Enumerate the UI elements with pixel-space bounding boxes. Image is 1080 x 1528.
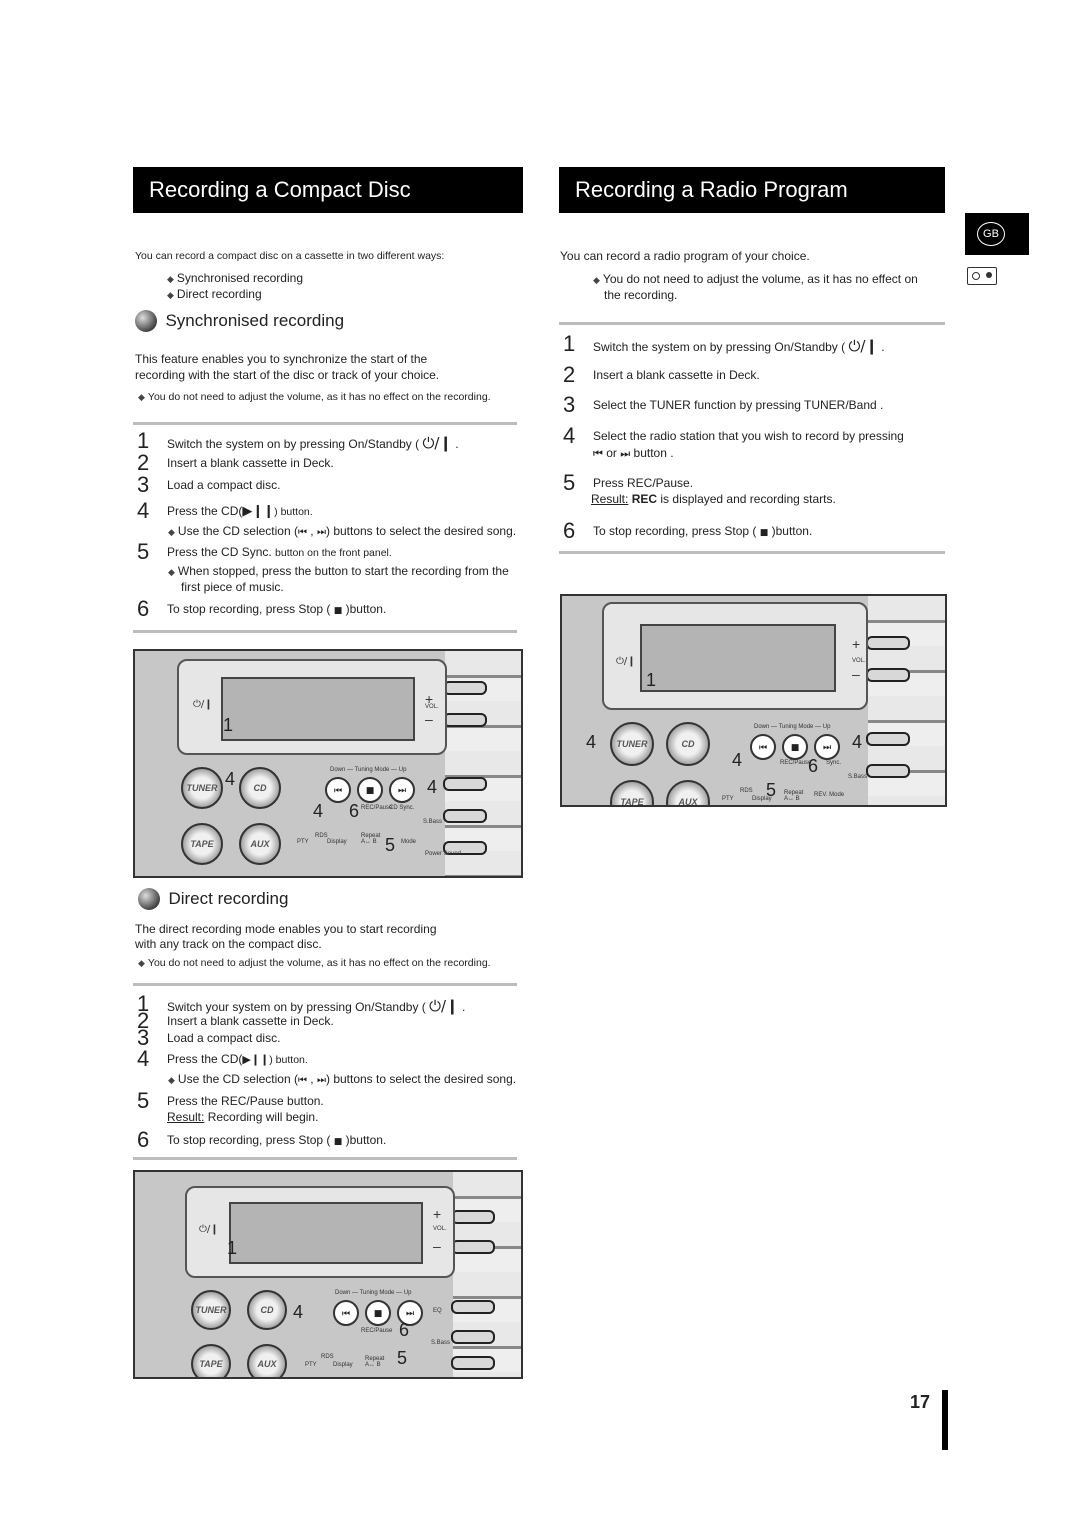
lcd-display (221, 677, 415, 741)
divider (133, 422, 517, 425)
direct-desc-2: with any track on the compact disc. (135, 937, 322, 951)
section-bullet-icon (138, 888, 160, 910)
direct-step-4-note: Use the CD selection (⏮ , ⏭) buttons to … (168, 1072, 516, 1086)
sync-step-5-note-2: first piece of music. (181, 580, 284, 594)
aux-knob[interactable]: AUX (247, 1344, 287, 1377)
divider (133, 983, 517, 986)
sync-note: You do not need to adjust the volume, as… (138, 391, 491, 403)
stop-icon: ■ (333, 606, 343, 616)
direct-note: You do not need to adjust the volume, as… (138, 957, 491, 969)
tuner-knob[interactable]: TUNER (181, 767, 223, 809)
tuner-knob[interactable]: TUNER (191, 1290, 231, 1330)
sync-desc-2: recording with the start of the disc or … (135, 368, 440, 382)
gb-label: GB (977, 222, 1005, 246)
right-note-1: You do not need to adjust the volume, as… (593, 272, 918, 286)
stop-icon: ■ (759, 528, 769, 538)
page-marker (942, 1390, 948, 1450)
direct-heading-block: Direct recording (138, 888, 288, 910)
next-button[interactable]: ⏭ (397, 1300, 423, 1326)
device-panel-radio: + VOL. – ⏻/❙ 1 4 TUNER CD TAPE AUX Down … (560, 594, 947, 807)
sync-step-4-note: Use the CD selection (⏮ , ⏭) buttons to … (168, 524, 516, 538)
sync-step-5-note-1: When stopped, press the button to start … (168, 564, 509, 578)
power-icon: ⏻/❙ (616, 656, 636, 667)
next-button[interactable]: ⏭ (814, 734, 840, 760)
tape-knob[interactable]: TAPE (191, 1344, 231, 1377)
tape-knob[interactable]: TAPE (181, 823, 223, 865)
power-icon: ⏻/❙ (193, 699, 213, 710)
lcd-display (229, 1202, 423, 1264)
divider (133, 1157, 517, 1160)
cd-knob[interactable]: CD (666, 722, 710, 766)
prev-button[interactable]: ⏮ (325, 777, 351, 803)
stop-button[interactable]: ■ (357, 777, 383, 803)
radio-step-5-result: Result: REC is displayed and recording s… (591, 492, 836, 506)
aux-knob[interactable]: AUX (239, 823, 281, 865)
stop-button[interactable]: ■ (782, 734, 808, 760)
divider (559, 551, 945, 554)
sync-heading-block: Synchronised recording (135, 310, 344, 332)
tape-knob[interactable]: TAPE (610, 780, 654, 805)
device-panel-direct: + VOL. – ⏻/❙ 1 TUNER CD TAPE AUX 4 Down … (133, 1170, 523, 1379)
power-icon: ⏻/❙ (429, 997, 459, 1015)
left-intro: You can record a compact disc on a casse… (135, 250, 445, 262)
radio-step-4-b: ⏮ or ⏭ button . (593, 446, 674, 460)
sync-desc-1: This feature enables you to synchronize … (135, 352, 428, 366)
direct-heading: Direct recording (168, 889, 289, 908)
device-panel-sync: + VOL. – ⏻/❙ 1 TUNER CD TAPE AUX 4 Down … (133, 649, 523, 878)
right-title: Recording a Radio Program (559, 167, 945, 213)
cassette-icon (967, 267, 997, 285)
next-icon: ⏭ (620, 447, 631, 460)
stop-icon: ■ (333, 1137, 343, 1147)
power-icon: ⏻/❙ (848, 337, 878, 355)
way-2: Direct recording (167, 287, 262, 301)
aux-knob[interactable]: AUX (666, 780, 710, 805)
power-icon: ⏻/❙ (422, 434, 452, 452)
prev-button[interactable]: ⏮ (333, 1300, 359, 1326)
cd-knob[interactable]: CD (239, 767, 281, 809)
next-icon: ⏭ (316, 527, 326, 538)
divider (133, 630, 517, 633)
next-icon: ⏭ (316, 1075, 326, 1086)
sync-heading: Synchronised recording (165, 311, 345, 330)
right-intro: You can record a radio program of your c… (560, 249, 810, 263)
gb-tab: GB (965, 213, 1029, 255)
divider (559, 322, 945, 325)
lcd-display (640, 624, 836, 692)
play-pause-icon: ▶❙❙ (242, 1053, 270, 1066)
stop-button[interactable]: ■ (365, 1300, 391, 1326)
direct-desc-1: The direct recording mode enables you to… (135, 922, 437, 936)
cd-knob[interactable]: CD (247, 1290, 287, 1330)
play-pause-icon: ▶❙❙ (242, 504, 275, 519)
way-1: Synchronised recording (167, 271, 303, 285)
power-icon: ⏻/❙ (199, 1224, 219, 1235)
tuner-knob[interactable]: TUNER (610, 722, 654, 766)
left-title: Recording a Compact Disc (133, 167, 523, 213)
prev-button[interactable]: ⏮ (750, 734, 776, 760)
prev-icon: ⏮ (593, 447, 603, 460)
next-button[interactable]: ⏭ (389, 777, 415, 803)
page-number: 17 (910, 1392, 931, 1412)
prev-icon: ⏮ (297, 1075, 307, 1086)
prev-icon: ⏮ (297, 527, 307, 538)
direct-step-5-result: Result: Recording will begin. (167, 1110, 319, 1124)
right-note-2: the recording. (604, 288, 678, 302)
section-bullet-icon (135, 310, 157, 332)
